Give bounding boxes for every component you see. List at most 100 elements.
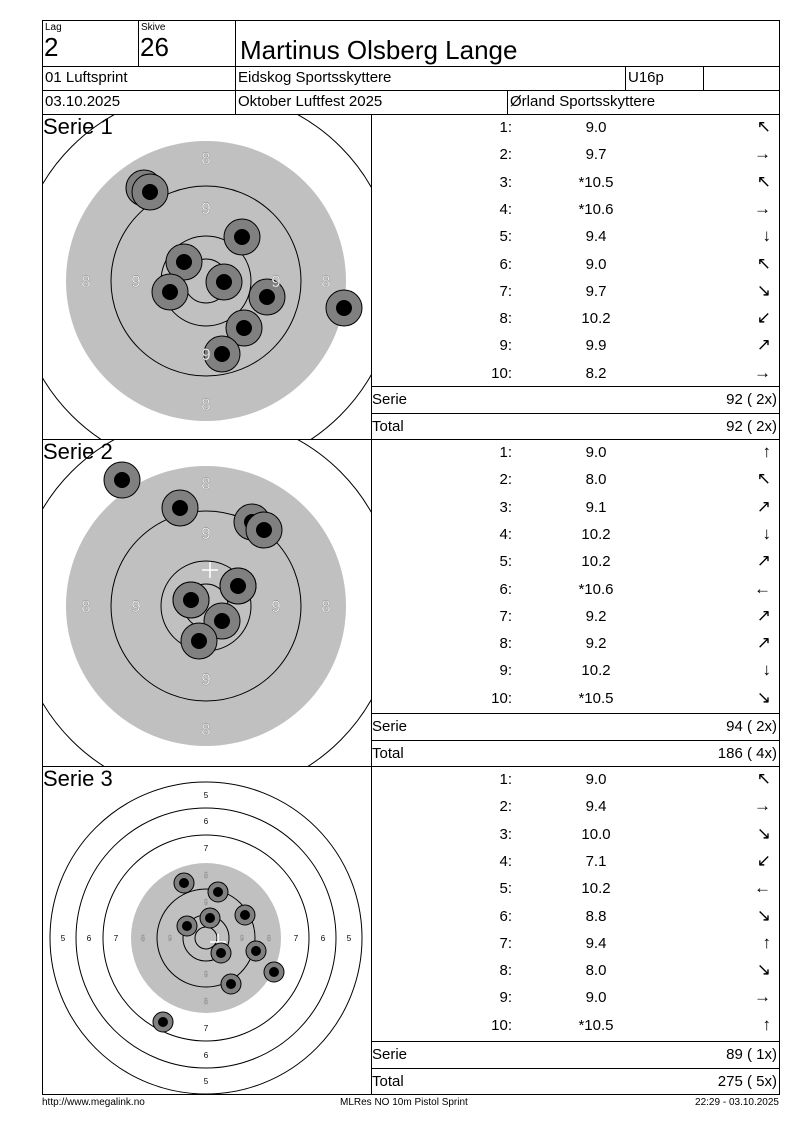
direction-arrow-icon: ↗: [756, 496, 771, 516]
ring-number: 8: [81, 597, 90, 616]
shot-row: 1: 9.0 ↑: [371, 440, 779, 467]
shot-row: 6: 9.0 ↖: [371, 252, 779, 279]
shot-hole: [176, 254, 192, 270]
direction-arrow-icon: ↓: [762, 523, 772, 543]
shot-row: 2: 8.0 ↖: [371, 467, 779, 494]
shot-score: 9.0: [585, 444, 607, 461]
direction-arrow-icon: ↘: [756, 960, 771, 980]
ring-number: 9: [201, 670, 210, 689]
shot-number: 1:: [499, 444, 512, 461]
shot-row: 7: 9.7 ↘: [371, 279, 779, 306]
shot-hole: [216, 274, 232, 290]
shot-hole: [214, 346, 230, 362]
footer-program: MLRes NO 10m Pistol Sprint: [340, 1097, 468, 1108]
ring-number: 5: [204, 791, 209, 800]
ring-number: 7: [114, 934, 119, 943]
shot-score: 8.0: [585, 962, 607, 980]
shot-hole: [256, 522, 272, 538]
shot-number: 4:: [499, 200, 512, 218]
direction-arrow-icon: ↖: [756, 117, 771, 136]
shot-row: 10: *10.5 ↑: [371, 1013, 779, 1040]
total-label: Total: [372, 745, 404, 762]
ring-number: 8: [204, 871, 209, 880]
shot-row: 1: 9.0 ↖: [371, 115, 779, 142]
shot-hole: [191, 633, 207, 649]
shot-hole: [259, 289, 275, 305]
shot-hole: [172, 500, 188, 516]
shot-row: 8: 9.2 ↗: [371, 631, 779, 658]
shot-number: 8:: [499, 635, 512, 653]
ring-number: 9: [201, 199, 210, 218]
shot-row: 4: *10.6 →: [371, 197, 779, 224]
ring-number: 8: [201, 474, 210, 493]
shot-score: 9.2: [585, 635, 607, 653]
serie-label: Serie: [372, 391, 408, 408]
shot-number: 4:: [499, 852, 512, 870]
shot-hole: [230, 578, 246, 594]
ring-number: 9: [131, 272, 140, 291]
shot-score: 8.2: [585, 364, 607, 382]
ring-number: 8: [201, 395, 210, 414]
ring-number: 8: [201, 149, 210, 168]
shot-score: 9.0: [585, 989, 607, 1007]
ring-number: 8: [204, 997, 209, 1006]
shot-number: 3:: [499, 173, 512, 191]
ring-number: 9: [201, 345, 210, 364]
shot-number: 7:: [499, 934, 512, 952]
shot-number: 8:: [499, 310, 512, 328]
shot-hole: [336, 300, 352, 316]
shot-row: 5: 10.2 ←: [371, 876, 779, 903]
shot-hole: [205, 913, 215, 923]
serie-label: Serie: [372, 718, 408, 735]
direction-arrow-icon: ↑: [762, 442, 772, 461]
serie-value: 89 ( 1x): [726, 1046, 777, 1063]
total-value: 275 ( 5x): [717, 1073, 777, 1090]
ring: [102, 834, 310, 1042]
direction-arrow-icon: ←: [754, 578, 771, 598]
ring-number: 8: [267, 934, 272, 943]
ring-number: 9: [201, 524, 210, 543]
direction-arrow-icon: ↙: [756, 850, 771, 870]
shot-score: 9.2: [585, 607, 607, 625]
shot-number: 6:: [499, 907, 512, 925]
shot-hole: [182, 921, 192, 931]
direction-arrow-icon: ↖: [756, 469, 771, 489]
footer-url[interactable]: http://www.megalink.no: [42, 1097, 145, 1108]
shot-score: 10.2: [581, 310, 611, 328]
shot-number: 5:: [499, 228, 512, 246]
shot-hole: [162, 284, 178, 300]
shot-row: 6: *10.6 ←: [371, 577, 779, 604]
shot-hole: [269, 967, 279, 977]
shot-hole: [216, 948, 226, 958]
shot-hole: [213, 887, 223, 897]
shot-number: 5:: [499, 880, 512, 898]
shot-number: 8:: [499, 962, 512, 980]
shot-table: 1: 9.0 ↖ 2: 9.7 → 3: *10.5 ↖ 4: *10.6 → …: [371, 115, 779, 439]
shot-hole: [226, 979, 236, 989]
total-value: 186 ( 4x): [717, 745, 777, 762]
shot-score: 10.2: [581, 553, 611, 571]
shot-row: 3: 10.0 ↘: [371, 822, 779, 849]
direction-arrow-icon: →: [754, 144, 771, 164]
black-area: [131, 863, 281, 1013]
shooter-name: Martinus Olsberg Lange: [240, 35, 518, 65]
group-center-cross: [202, 562, 218, 578]
footer-timestamp: 22:29 - 03.10.2025: [695, 1097, 779, 1108]
class-name: U16p: [625, 66, 704, 91]
direction-arrow-icon: ↗: [756, 633, 771, 653]
direction-arrow-icon: ↙: [756, 308, 771, 328]
shot-score: 9.4: [585, 228, 607, 246]
shot-number: 10:: [491, 689, 512, 707]
serie-value: 92 ( 2x): [726, 391, 777, 408]
ring-number: 7: [294, 934, 299, 943]
direction-arrow-icon: →: [754, 362, 771, 382]
direction-arrow-icon: ←: [754, 878, 771, 898]
ring: [75, 807, 337, 1069]
total-row: Total 186 ( 4x): [371, 740, 779, 768]
shot-number: 9:: [499, 662, 512, 680]
